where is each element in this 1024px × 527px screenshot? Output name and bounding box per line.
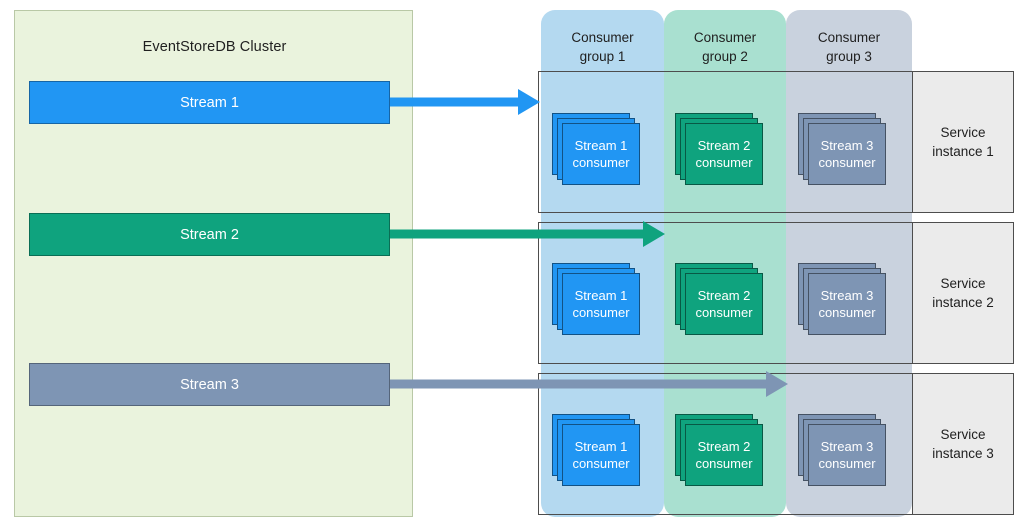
consumer-line1: Stream 2: [697, 288, 751, 303]
service-instance-3-line2: instance 3: [932, 446, 994, 461]
service-instance-2-line1: Service: [940, 276, 986, 291]
consumer-line1: Stream 3: [820, 288, 874, 303]
arrow-head: [766, 371, 788, 397]
consumer-line2: consumer: [818, 155, 876, 170]
stream-1-bar[interactable]: Stream 1: [29, 81, 390, 124]
consumer-line2: consumer: [572, 305, 630, 320]
consumer-group-2-line1: Consumer: [693, 30, 757, 45]
service-instance-2-row: Service instance 2: [538, 222, 1014, 364]
stream-3-consumer-card: Stream 3 consumer: [808, 123, 886, 185]
service-instance-1-line1: Service: [940, 125, 986, 140]
consumer-group-3-line2: group 3: [826, 49, 872, 64]
stream-2-consumer-stack-instance-3[interactable]: Stream 2 consumer: [675, 414, 763, 494]
service-instance-2-cell: Service instance 2: [912, 223, 1013, 363]
stream-3-consumer-card: Stream 3 consumer: [808, 273, 886, 335]
consumer-line2: consumer: [818, 305, 876, 320]
service-instance-1-line2: instance 1: [932, 144, 994, 159]
stream-1-label: Stream 1: [180, 94, 239, 111]
consumer-line2: consumer: [695, 456, 753, 471]
service-instance-3-line1: Service: [940, 427, 986, 442]
consumer-line1: Stream 2: [697, 439, 751, 454]
consumer-line2: consumer: [695, 305, 753, 320]
consumer-group-1-line2: group 1: [579, 49, 626, 64]
arrow-stream-1-to-group-1: [390, 88, 540, 116]
stream-3-consumer-stack-instance-2[interactable]: Stream 3 consumer: [798, 263, 886, 343]
consumer-line1: Stream 1: [574, 138, 628, 153]
arrow-head: [518, 89, 540, 115]
arrow-stream-3-to-group-3: [390, 370, 788, 398]
consumer-line1: Stream 2: [697, 138, 751, 153]
consumer-line2: consumer: [818, 456, 876, 471]
stream-2-label: Stream 2: [180, 226, 239, 243]
consumer-line1: Stream 1: [574, 288, 628, 303]
consumer-group-3-line1: Consumer: [817, 30, 881, 45]
cluster-title: EventStoreDB Cluster: [142, 39, 287, 55]
stream-3-consumer-card: Stream 3 consumer: [808, 424, 886, 486]
consumer-group-1-label: Consumer group 1: [541, 28, 664, 66]
stream-1-consumer-card: Stream 1 consumer: [562, 123, 640, 185]
arrow-shaft: [390, 229, 643, 239]
arrow-stream-2-to-group-2: [390, 220, 665, 248]
service-instance-1-row: Service instance 1: [538, 71, 1014, 213]
stream-1-consumer-card: Stream 1 consumer: [562, 273, 640, 335]
stream-2-consumer-stack-instance-1[interactable]: Stream 2 consumer: [675, 113, 763, 193]
stream-1-consumer-stack-instance-1[interactable]: Stream 1 consumer: [552, 113, 640, 193]
stream-1-consumer-card: Stream 1 consumer: [562, 424, 640, 486]
arrow-head: [643, 221, 665, 247]
service-instance-1-cell: Service instance 1: [912, 72, 1013, 212]
stream-2-consumer-card: Stream 2 consumer: [685, 273, 763, 335]
consumer-group-2-line2: group 2: [702, 49, 748, 64]
consumer-line2: consumer: [695, 155, 753, 170]
stream-3-consumer-stack-instance-1[interactable]: Stream 3 consumer: [798, 113, 886, 193]
consumer-group-3-label: Consumer group 3: [786, 28, 912, 66]
stream-2-consumer-card: Stream 2 consumer: [685, 424, 763, 486]
stream-3-consumer-stack-instance-3[interactable]: Stream 3 consumer: [798, 414, 886, 494]
consumer-group-2-label: Consumer group 2: [664, 28, 786, 66]
consumer-line1: Stream 3: [820, 138, 874, 153]
service-instance-3-cell: Service instance 3: [912, 374, 1013, 514]
stream-1-consumer-stack-instance-2[interactable]: Stream 1 consumer: [552, 263, 640, 343]
consumer-line2: consumer: [572, 155, 630, 170]
consumer-line1: Stream 3: [820, 439, 874, 454]
arrow-shaft: [390, 379, 766, 389]
stream-3-bar[interactable]: Stream 3: [29, 363, 390, 406]
stream-2-consumer-stack-instance-2[interactable]: Stream 2 consumer: [675, 263, 763, 343]
stream-3-label: Stream 3: [180, 376, 239, 393]
consumer-group-1-line1: Consumer: [571, 30, 634, 45]
service-instance-2-line2: instance 2: [932, 295, 994, 310]
consumer-line2: consumer: [572, 456, 630, 471]
consumer-line1: Stream 1: [574, 439, 628, 454]
stream-1-consumer-stack-instance-3[interactable]: Stream 1 consumer: [552, 414, 640, 494]
stream-2-consumer-card: Stream 2 consumer: [685, 123, 763, 185]
arrow-shaft: [390, 97, 518, 107]
stream-2-bar[interactable]: Stream 2: [29, 213, 390, 256]
